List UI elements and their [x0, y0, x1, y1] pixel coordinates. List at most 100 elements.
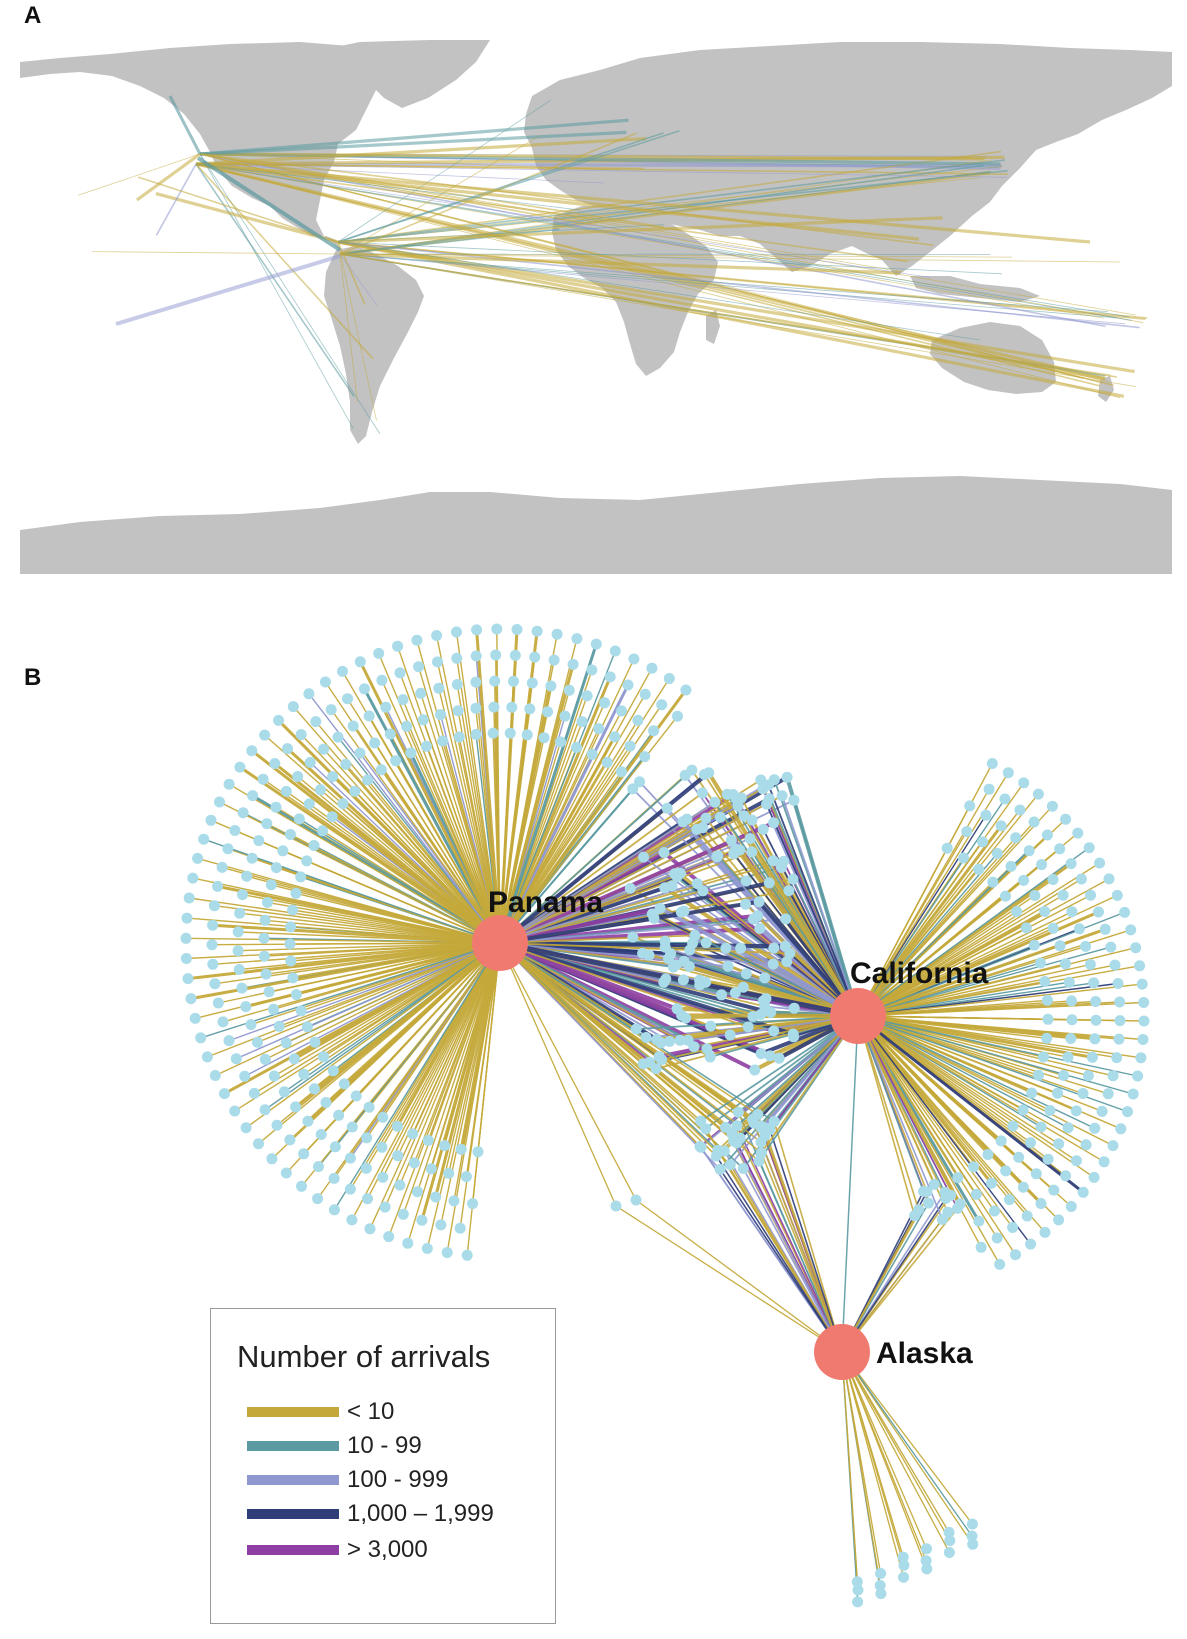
shared-node — [684, 945, 695, 956]
panama-node — [294, 813, 305, 824]
panama-node — [380, 1202, 391, 1213]
panama-node — [582, 690, 593, 701]
shared-node — [784, 948, 795, 959]
shared-node — [780, 914, 791, 925]
panama-node — [555, 736, 566, 747]
shared-node — [627, 932, 638, 943]
shared-node — [659, 847, 670, 858]
panama-node — [326, 704, 337, 715]
panama-node — [224, 1035, 235, 1046]
ca-node — [913, 1204, 924, 1215]
california-node — [1071, 1105, 1082, 1116]
california-node — [942, 843, 953, 854]
tri-node — [731, 1120, 742, 1131]
shared-node — [701, 937, 712, 948]
shared-node — [705, 1021, 716, 1032]
panama-node — [252, 1037, 263, 1048]
legend-label-100-999: 100 - 999 — [347, 1466, 448, 1494]
california-node — [1013, 1152, 1024, 1163]
shared-node — [684, 961, 695, 972]
panama-node — [181, 953, 192, 964]
arrival-network: Panama California Alaska — [0, 600, 1187, 1634]
panama-node — [310, 716, 321, 727]
panama-node — [303, 688, 314, 699]
panama-node — [247, 853, 258, 864]
panama-node — [680, 685, 691, 696]
panama-node — [416, 1215, 427, 1226]
panama-node — [338, 798, 349, 809]
panama-node — [656, 699, 667, 710]
panama-node — [361, 1132, 372, 1143]
panama-node — [198, 834, 209, 845]
california-node — [1072, 828, 1083, 839]
shared-node — [638, 852, 649, 863]
panama-node — [206, 815, 217, 826]
california-node — [1063, 1122, 1074, 1133]
panama-node — [253, 835, 264, 846]
panama-node — [442, 1247, 453, 1258]
panama-node — [628, 654, 639, 665]
panama-node — [401, 721, 412, 732]
panama-node — [289, 1053, 300, 1064]
panama-node — [260, 1104, 271, 1115]
panama-node — [264, 986, 275, 997]
california-node — [1065, 1033, 1076, 1044]
panama-node — [369, 738, 380, 749]
panama-node — [451, 653, 462, 664]
panama-node — [266, 1153, 277, 1164]
california-node — [980, 810, 991, 821]
california-node — [992, 848, 1003, 859]
panama-node — [365, 1223, 376, 1234]
shared-node — [741, 876, 752, 887]
panama-node — [259, 730, 270, 741]
panama-node — [260, 915, 271, 926]
shared-node — [735, 943, 746, 954]
shared-node — [758, 824, 769, 835]
panama-node — [269, 1071, 280, 1082]
panama-node — [229, 1106, 240, 1117]
california-node — [1088, 977, 1099, 988]
panama-node — [285, 829, 296, 840]
panama-node — [349, 786, 360, 797]
panama-node — [249, 1088, 260, 1099]
alaska-node — [875, 1568, 886, 1579]
california-node — [1091, 1015, 1102, 1026]
california-node — [1063, 1052, 1074, 1063]
california-node — [1071, 1155, 1082, 1166]
california-node — [1004, 1194, 1015, 1205]
panama-node — [394, 1180, 405, 1191]
panama-node — [285, 956, 296, 967]
panama-node — [385, 729, 396, 740]
world-map — [20, 40, 1172, 574]
panama-node — [218, 1016, 229, 1027]
alaska-node — [967, 1531, 978, 1542]
california-node — [1018, 777, 1029, 788]
panama-node — [309, 1083, 320, 1094]
legend-swatch-100-999 — [247, 1475, 339, 1485]
panama-node — [187, 873, 198, 884]
hub-label-panama: Panama — [488, 886, 603, 919]
california-node — [1066, 1201, 1077, 1212]
california-node — [1130, 942, 1141, 953]
panama-node — [488, 728, 499, 739]
california-node — [1064, 977, 1075, 988]
shared-node — [725, 1030, 736, 1041]
california-node — [1089, 1033, 1100, 1044]
california-node — [1043, 1154, 1054, 1165]
california-node — [1033, 1070, 1044, 1081]
panama-node — [261, 818, 272, 829]
panama-node — [473, 1146, 484, 1157]
tri-node — [733, 1107, 744, 1118]
panama-node — [305, 757, 316, 768]
panama-node — [217, 862, 228, 873]
legend-item-10-99: 10 - 99 — [247, 1431, 422, 1461]
shared-node — [625, 883, 636, 894]
panama-node — [281, 786, 292, 797]
panama-node — [210, 1070, 221, 1081]
tri-edge — [770, 1130, 842, 1353]
california-node — [1093, 907, 1104, 918]
shared-node — [768, 855, 779, 866]
panama-node — [361, 1163, 372, 1174]
shared-node — [715, 812, 726, 823]
panama-node — [435, 709, 446, 720]
